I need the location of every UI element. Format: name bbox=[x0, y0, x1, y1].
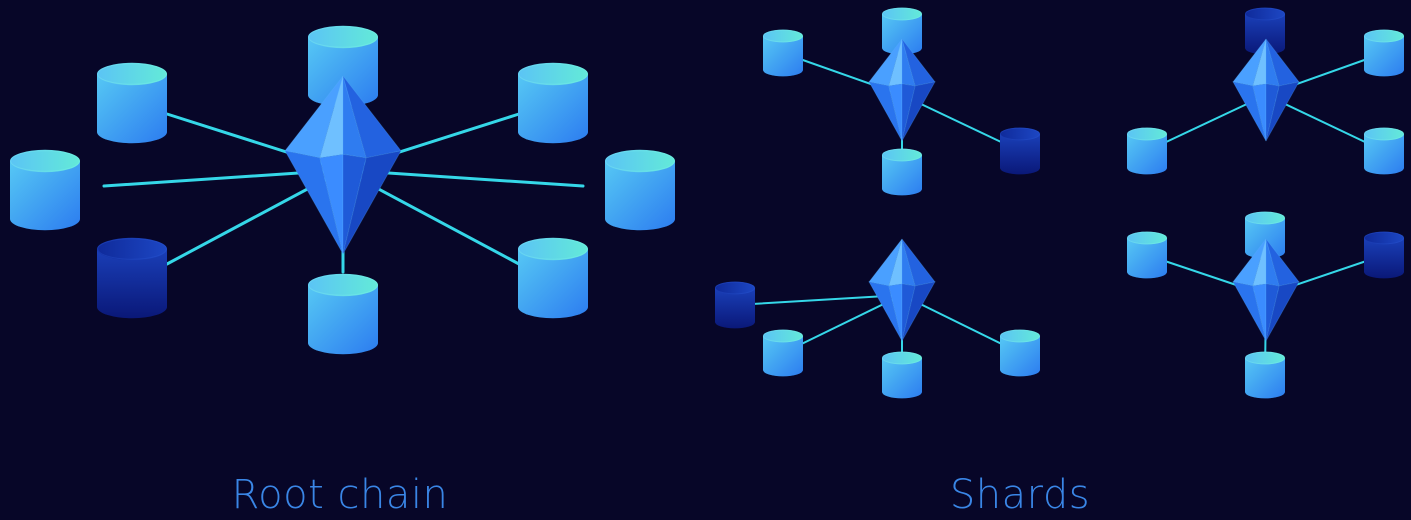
shard-cluster bbox=[714, 238, 1041, 399]
database-node-icon bbox=[881, 148, 923, 196]
crystal-diamond-icon bbox=[1232, 38, 1300, 142]
root-chain-group bbox=[10, 25, 675, 355]
database-node-icon bbox=[308, 25, 378, 107]
database-node-icon bbox=[1363, 29, 1405, 77]
database-node-dark-icon bbox=[714, 281, 756, 329]
database-node-icon bbox=[881, 351, 923, 399]
root-chain-label: Root chain bbox=[231, 472, 449, 518]
shards-label: Shards bbox=[949, 472, 1091, 518]
database-node-icon bbox=[762, 29, 804, 77]
database-node-icon bbox=[1244, 211, 1286, 259]
crystal-diamond-icon bbox=[1232, 238, 1300, 342]
database-node-icon bbox=[10, 149, 80, 231]
database-node-dark-icon bbox=[999, 127, 1041, 175]
database-node-dark-icon bbox=[97, 237, 167, 319]
database-node-icon bbox=[518, 62, 588, 144]
shard-cluster bbox=[1126, 211, 1405, 399]
shard-cluster bbox=[762, 7, 1041, 196]
database-node-icon bbox=[881, 7, 923, 55]
database-node-icon bbox=[999, 329, 1041, 377]
database-node-icon bbox=[308, 273, 378, 355]
database-node-dark-icon bbox=[1363, 231, 1405, 279]
database-node-icon bbox=[1363, 127, 1405, 175]
database-node-icon bbox=[1126, 127, 1168, 175]
database-node-icon bbox=[1244, 351, 1286, 399]
crystal-diamond-icon bbox=[868, 38, 936, 142]
shards-group bbox=[714, 7, 1405, 399]
crystal-diamond-icon bbox=[284, 75, 402, 255]
database-node-icon bbox=[97, 62, 167, 144]
database-node-dark-icon bbox=[1244, 7, 1286, 55]
link-line bbox=[734, 294, 903, 306]
crystal-diamond-icon bbox=[868, 238, 936, 342]
database-node-icon bbox=[1126, 231, 1168, 279]
database-node-icon bbox=[518, 237, 588, 319]
database-node-icon bbox=[605, 149, 675, 231]
database-node-icon bbox=[762, 329, 804, 377]
shard-cluster bbox=[1126, 7, 1405, 175]
